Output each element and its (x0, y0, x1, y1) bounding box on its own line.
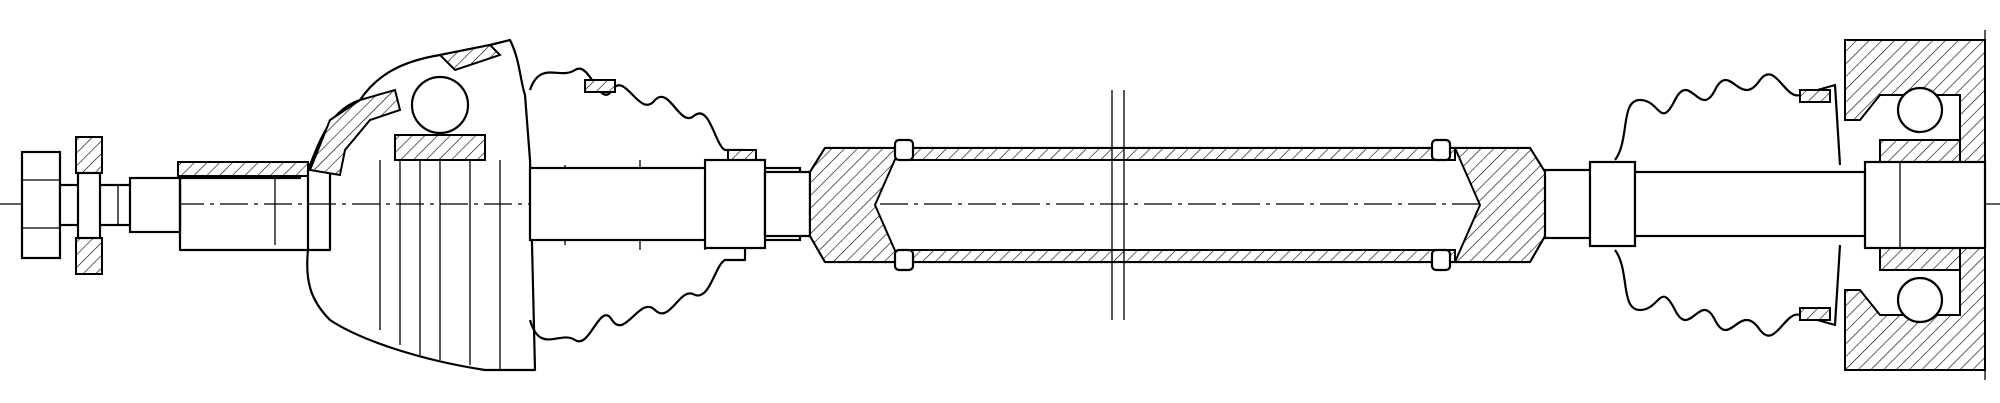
left-intermediate-shaft (528, 158, 812, 250)
nut (75, 136, 103, 275)
wheel-hub-bearing (1844, 30, 1987, 380)
right-boot (1614, 73, 1842, 337)
outer-cv-joint (306, 38, 537, 372)
right-intermediate-shaft (1543, 160, 1867, 248)
middle-tube (808, 90, 1547, 320)
bolt-head (20, 150, 62, 260)
